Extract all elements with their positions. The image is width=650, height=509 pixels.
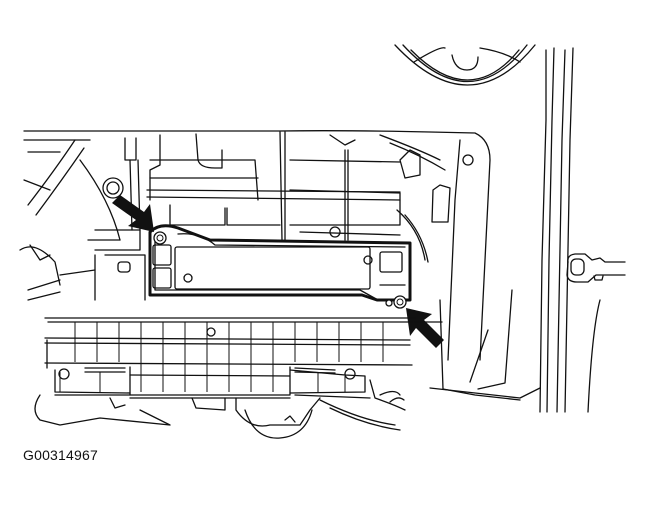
left-harness [19,139,146,301]
screw-lower-right [385,295,407,309]
steering-column-ring [394,44,536,86]
vent-grille [44,317,416,399]
arrow-upper-left-icon [112,195,154,232]
vent-slats [59,322,384,392]
grille-clips [58,327,356,380]
screw-upper-left [153,231,167,245]
cover-plate [148,224,412,302]
arrow-lower-right-icon [406,308,444,348]
cable-connector [566,253,626,283]
glove-box-edge [414,289,541,401]
dash-pillar [539,47,601,413]
upper-housing [23,130,491,361]
figure-caption-id: G00314967 [23,447,98,463]
blower-motor [34,379,406,439]
